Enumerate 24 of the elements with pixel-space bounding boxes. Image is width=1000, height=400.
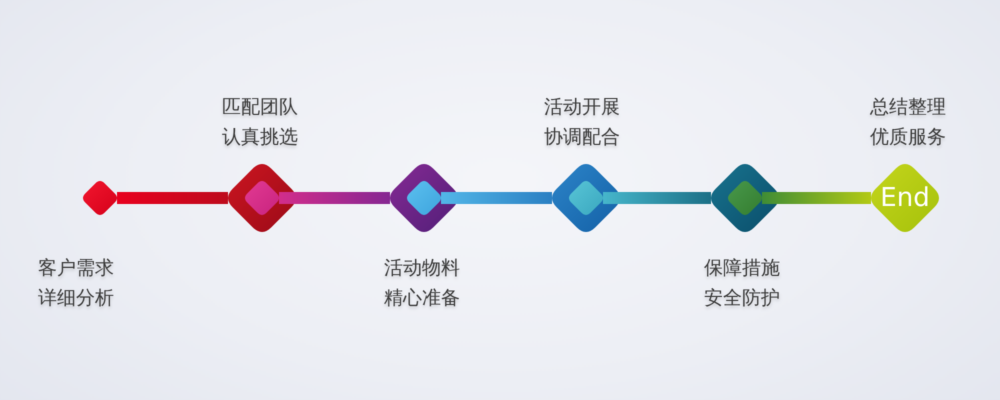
step-label: 保障措施 — [704, 256, 780, 281]
step-label: 优质服务 — [870, 125, 946, 150]
end-label: End — [879, 182, 931, 215]
inner-diamond — [245, 181, 279, 215]
end-diamond — [871, 164, 939, 232]
inner-diamond — [569, 181, 603, 215]
diamond-marker — [83, 181, 117, 215]
milestone-diamond — [228, 164, 296, 232]
step-label: 活动物料 — [384, 256, 460, 281]
step-label: 认真挑选 — [222, 125, 298, 150]
inner-diamond — [728, 181, 762, 215]
step-label: 安全防护 — [704, 286, 780, 311]
milestone-diamond — [711, 164, 779, 232]
milestone-diamond — [552, 164, 620, 232]
milestone-diamond — [390, 164, 458, 232]
step-label: 匹配团队 — [222, 95, 298, 120]
inner-diamond — [407, 181, 441, 215]
step-label: 活动开展 — [544, 95, 620, 120]
step-label: 协调配合 — [544, 125, 620, 150]
step-label: 总结整理 — [870, 95, 946, 120]
step-label: 详细分析 — [38, 286, 114, 311]
step-label: 精心准备 — [384, 286, 460, 311]
step-label: 客户需求 — [38, 256, 114, 281]
connector-bar — [117, 192, 228, 204]
